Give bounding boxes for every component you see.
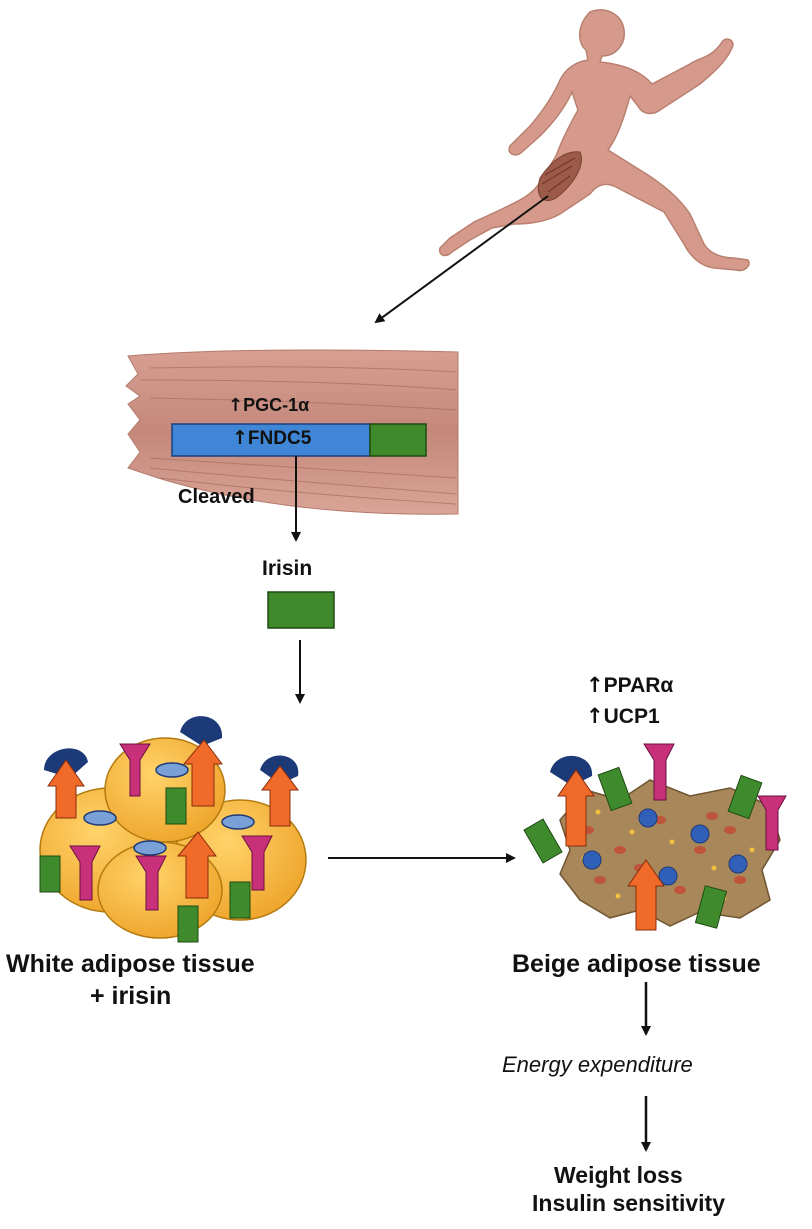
white-tissue-label: White adipose tissue [6, 950, 255, 978]
ppar-up-arrow: ↑ [586, 673, 604, 697]
fndc5-label: ↑FNDC5 [232, 427, 311, 450]
pgc-up-arrow: ↑ [228, 395, 244, 416]
ucp1-label: ↑UCP1 [586, 704, 660, 729]
fndc5-text: FNDC5 [247, 428, 312, 449]
ppar-text: PPARα [603, 674, 674, 697]
pgc-label: ↑PGC-1α [228, 395, 309, 416]
pgc-text: PGC-1α [243, 395, 310, 415]
fndc5-bar [171, 423, 371, 457]
cleaved-label: Cleaved [178, 486, 255, 508]
ucp1-up-arrow: ↑ [586, 704, 604, 728]
irisin-label: Irisin [262, 557, 313, 580]
weight-loss-label: Weight loss [554, 1162, 683, 1188]
fndc5-up-arrow: ↑ [232, 427, 248, 449]
muscle-fiber [125, 349, 459, 515]
beige-tissue-label: Beige adipose tissue [512, 950, 761, 978]
insulin-sensitivity-label: Insulin sensitivity [532, 1190, 725, 1216]
ucp1-text: UCP1 [603, 705, 660, 728]
fndc5-irisin-domain [369, 423, 427, 457]
energy-expenditure-label: Energy expenditure [502, 1052, 693, 1077]
beige-adipose-tissue [523, 743, 787, 931]
ppar-label: ↑PPARα [586, 673, 673, 698]
white-tissue-irisin-label: + irisin [90, 982, 172, 1010]
runner-to-muscle-arrow [374, 195, 549, 324]
runner-figure [438, 9, 750, 272]
white-adipose-tissue [39, 716, 307, 943]
irisin-block [267, 591, 335, 629]
